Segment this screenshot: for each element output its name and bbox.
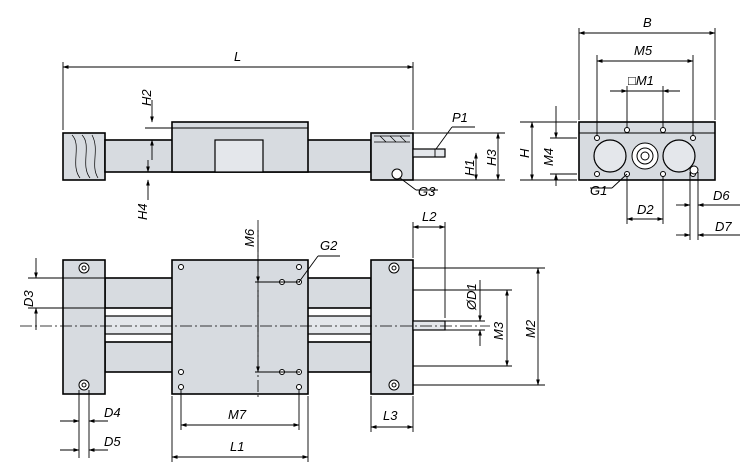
top-left-end-block	[62, 259, 106, 395]
label-H: H	[517, 148, 532, 158]
side-g3-hole	[391, 168, 403, 180]
label-D4: D4	[104, 405, 121, 420]
top-piston-rod	[412, 320, 446, 331]
end-view: B M5 □M1 H M4 G1 D2	[517, 15, 740, 240]
label-M2: M2	[523, 319, 538, 338]
label-D6: D6	[713, 188, 730, 203]
label-M5: M5	[634, 43, 653, 58]
label-D5: D5	[104, 434, 121, 449]
top-view: M6 G2 D3 L2 ØD1 M3 M2	[20, 209, 545, 462]
side-left-hatch	[71, 134, 99, 179]
side-right-hatch	[374, 135, 410, 143]
top-carriage	[171, 259, 309, 395]
top-right-end-block	[370, 259, 414, 395]
label-D3: D3	[21, 290, 36, 307]
label-M1: □M1	[628, 73, 654, 88]
label-B: B	[643, 15, 652, 30]
label-M7: M7	[228, 407, 247, 422]
side-carriage-pocket	[214, 139, 264, 173]
side-left-end-block	[62, 132, 106, 181]
label-G1: G1	[590, 183, 607, 198]
label-G3: G3	[418, 184, 436, 199]
side-view: L H2 H4 P1 H1 H3 G3	[62, 49, 505, 220]
label-L3: L3	[383, 408, 398, 423]
label-H4: H4	[135, 203, 150, 220]
label-D2: D2	[637, 202, 654, 217]
label-H3: H3	[484, 149, 499, 166]
label-H1: H1	[462, 159, 477, 176]
piston-rod	[412, 148, 446, 158]
label-D1: ØD1	[464, 283, 479, 311]
end-right-rod	[662, 139, 696, 173]
label-G2: G2	[320, 238, 338, 253]
label-L: L	[234, 49, 241, 64]
label-L1: L1	[230, 439, 244, 454]
label-M6: M6	[242, 228, 257, 247]
label-M4: M4	[541, 148, 556, 166]
label-L2: L2	[422, 209, 437, 224]
end-d6-hole	[689, 165, 699, 175]
label-H2: H2	[139, 89, 154, 106]
end-left-rod	[593, 139, 627, 173]
label-D7: D7	[715, 219, 732, 234]
label-P1: P1	[452, 110, 468, 125]
label-M3: M3	[491, 321, 506, 340]
